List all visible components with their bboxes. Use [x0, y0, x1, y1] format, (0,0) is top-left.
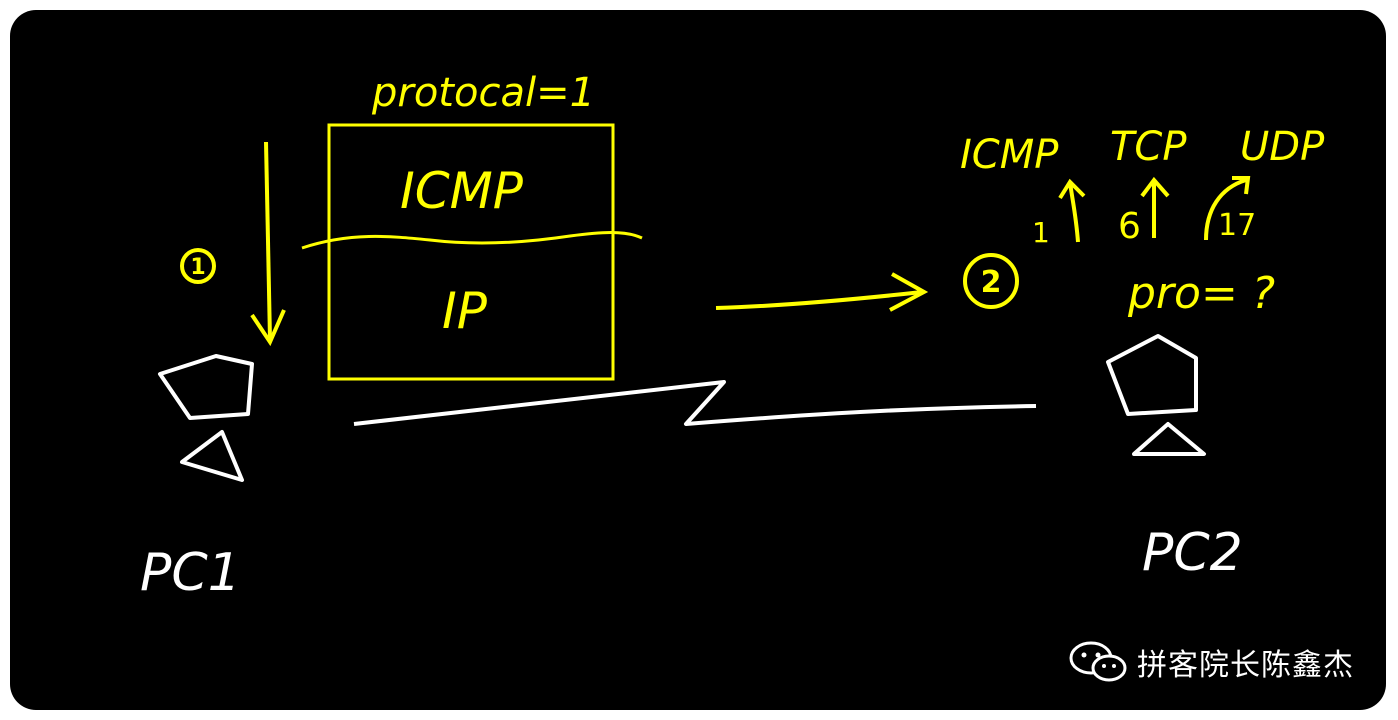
packet-divider — [301, 231, 643, 250]
transfer-arrowhead — [889, 272, 929, 312]
icmp-up-arrow — [1058, 178, 1086, 243]
transfer-arrow-shaft — [715, 290, 923, 310]
pro-question-label: pro= ? — [1127, 268, 1275, 319]
packet-box — [327, 123, 615, 381]
udp-up-arrow — [1204, 176, 1251, 241]
step2-number: 2 — [981, 265, 1002, 300]
pc1-icon — [158, 354, 254, 482]
watermark: 拼客院长陈鑫杰 — [1069, 640, 1354, 684]
network-link — [353, 380, 1037, 426]
protocol-udp-number: 17 — [1218, 208, 1256, 243]
tcp-up-arrow — [1140, 176, 1170, 238]
protocol-icmp-number: 1 — [1032, 216, 1050, 249]
step1-arrowhead — [250, 309, 286, 347]
packet-lower-label: IP — [442, 282, 488, 340]
step1-number: 1 — [190, 255, 205, 280]
protocol-tcp-label: TCP — [1110, 124, 1187, 170]
pc1-label: PC1 — [140, 543, 241, 603]
protocol-udp-label: UDP — [1240, 124, 1325, 170]
protocol-label: protocal=1 — [371, 70, 595, 116]
packet-upper-label: ICMP — [400, 162, 524, 220]
wechat-icon — [1069, 641, 1127, 682]
protocol-icmp-label: ICMP — [960, 132, 1059, 178]
diagram-board: protocal=1 ICMP IP 1 2 ICMP TCP UDP 1 6 … — [10, 10, 1386, 710]
pc2-icon — [1106, 334, 1206, 456]
step2-circle — [963, 253, 1019, 309]
step1-arrow-shaft — [264, 141, 272, 341]
step1-circle — [180, 248, 216, 284]
protocol-tcp-number: 6 — [1118, 206, 1141, 247]
diagram-canvas: protocal=1 ICMP IP 1 2 ICMP TCP UDP 1 6 … — [140, 70, 1325, 603]
pc2-label: PC2 — [1142, 523, 1243, 583]
watermark-text: 拼客院长陈鑫杰 — [1137, 648, 1354, 683]
